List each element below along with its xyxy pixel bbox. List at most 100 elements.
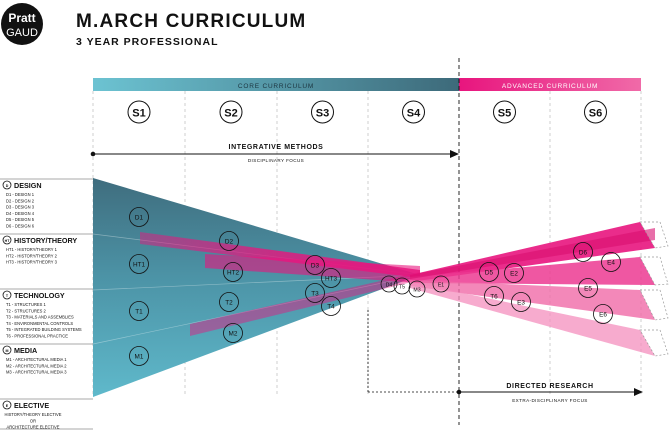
semester-row: S1 S2 S3 S4 S5 S6 [127,100,607,124]
course-e4: E4 [601,252,621,272]
category-badge-label: T [6,294,9,298]
course-circle [408,280,426,298]
semester-circle [127,100,151,124]
page-subtitle: 3 YEAR PROFESSIONAL [76,36,219,48]
directed-research-arrow: DIRECTED RESEARCH EXTRA-DISCIPLINARY FOC… [367,310,643,403]
course-label: M2 [229,330,238,337]
course-label: M1 [135,353,144,360]
category-title: HISTORY/THEORY [14,236,77,245]
semester-label: S5 [498,108,511,120]
course-circle [321,296,341,316]
category-badge-label: E [6,404,9,408]
advanced-fan [410,222,655,356]
course-circle [219,231,239,251]
course-d3: D3 [305,255,325,275]
category-title: DESIGN [14,181,42,190]
course-circle [321,268,341,288]
course-label: T1 [135,308,143,315]
category-item: ARCHITECTURE ELECTIVE [7,425,60,430]
semester-circle [493,100,516,124]
category-item: OR [30,418,36,423]
course-m1: M1 [129,346,149,366]
semester-s6: S6 [584,100,607,124]
category-badge-label: HT [5,239,11,243]
course-circle [219,292,239,312]
course-label: T3 [311,290,319,297]
course-e3: E3 [511,292,531,312]
course-t5: T5 [393,277,411,295]
course-label: HT2 [227,269,240,276]
course-label: T5 [399,284,405,290]
category-media: M MEDIA M1 - ARCHITECTURAL MEDIA 1M2 - ARC… [0,343,93,375]
semester-circle [311,100,334,124]
category-item: D5 - DESIGN 5 [6,217,35,222]
semester-circle [219,100,243,124]
category-item: T6 - PROFESSIONAL PRACTICE [6,334,68,339]
course-label: E3 [517,299,525,306]
course-ht2: HT2 [223,262,243,282]
course-circle [504,263,524,283]
course-label: D3 [311,262,320,269]
category-title: MEDIA [14,346,37,355]
category-title: ELECTIVE [14,401,49,410]
semester-s5: S5 [493,100,516,124]
course-label: E4 [607,259,615,266]
course-circle [573,242,593,262]
course-label: T2 [225,299,233,306]
integrative-methods-arrow: INTEGRATIVE METHODS DISCIPLINARY FOCUS [90,144,459,163]
category-item: HT3 - HISTORY/THEORY 3 [6,260,58,265]
course-e5: E5 [578,278,598,298]
course-label: T6 [490,293,498,300]
semester-s4: S4 [402,100,425,124]
course-d2: D2 [219,231,239,251]
course-circle [223,262,243,282]
category-item: D6 - DESIGN 6 [6,224,35,229]
course-label: D2 [225,238,234,245]
course-label: E5 [584,285,592,292]
course-circle [479,262,499,282]
pink-streaks-core [140,232,420,336]
semester-s2: S2 [219,100,243,124]
category-item: HT2 - HISTORY/THEORY 2 [6,253,58,258]
course-e1: E1 [432,275,450,293]
fan-end-outlines [639,221,669,357]
course-circle [432,275,450,293]
category-badge-label: M [6,349,9,353]
category-item: D1 - DESIGN 1 [6,192,35,197]
semester-circle [584,100,607,124]
pratt-logo: Pratt GAUD [1,3,43,45]
semester-label: S1 [132,108,145,120]
page-title: M.ARCH CURRICULUM [76,11,306,32]
category-badge [2,180,12,190]
course-t2: T2 [219,292,239,312]
course-circle [129,254,149,274]
course-circle [305,283,325,303]
category-item: M2 - ARCHITECTURAL MEDIA 2 [6,363,67,368]
category-item: D3 - DESIGN 3 [6,205,35,210]
course-t3: T3 [305,283,325,303]
course-circle [601,252,621,272]
category-badge-label: D [6,184,9,188]
course-label: M3 [413,287,420,293]
course-d6: D6 [573,242,593,262]
course-label: E1 [438,282,444,288]
category-item: T3 - MATERIALS AND ASSEMBLIES [6,315,74,320]
course-circle [305,255,325,275]
category-badge [2,400,12,410]
course-label: T4 [327,303,335,310]
category-item: M1 - ARCHITECTURAL MEDIA 1 [6,357,67,362]
semester-label: S3 [316,108,329,120]
logo-line1: Pratt [8,11,35,25]
core-band [93,78,459,91]
semester-s1: S1 [127,100,151,124]
category-item: D2 - DESIGN 2 [6,198,35,203]
course-circle [129,301,149,321]
course-circle [484,286,504,306]
course-label: HT1 [133,261,146,268]
course-d4: D4 [380,275,398,293]
course-m2: M2 [223,323,243,343]
